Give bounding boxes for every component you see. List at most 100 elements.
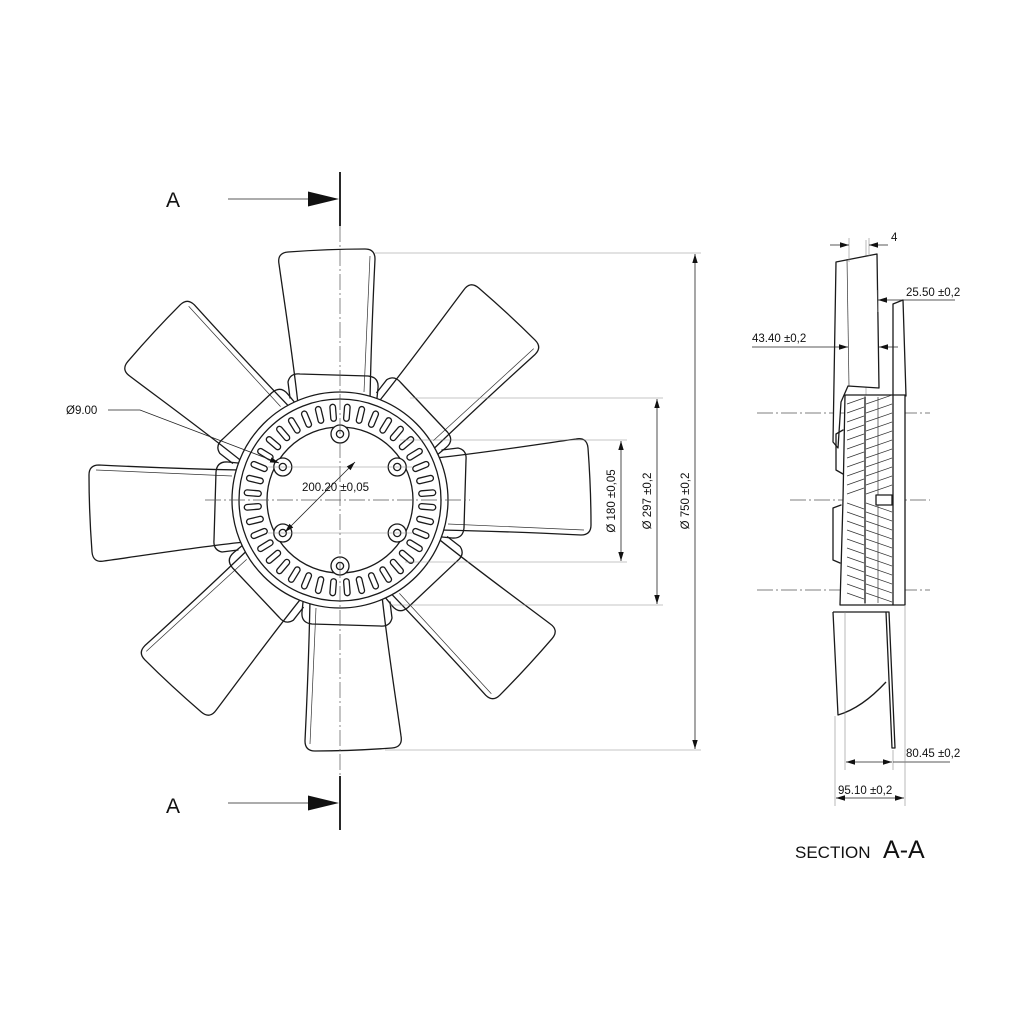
hub-slot <box>287 566 301 583</box>
hub-fin <box>846 520 865 528</box>
hub-fin <box>865 439 893 450</box>
hub-fin <box>865 547 893 558</box>
hub-diameter-label: Ø 297 ±0,2 <box>642 473 654 530</box>
hub-fin <box>865 583 893 594</box>
hub-diameter-dimension: Ø 297 ±0,2 <box>390 397 663 606</box>
hub-fin <box>846 451 865 459</box>
hub-fin <box>846 565 865 573</box>
hole-diameter-label: Ø9.00 <box>66 405 97 417</box>
hub-fin <box>846 424 865 432</box>
hub-fin <box>865 457 893 468</box>
section-title-prefix: SECTION <box>795 843 871 862</box>
hub-fin <box>865 412 893 423</box>
bolt-circle-label: 200.20 ±0,05 <box>302 482 369 494</box>
hub-fin <box>865 565 893 576</box>
hub-fin <box>846 583 865 591</box>
hub-fin <box>846 397 865 405</box>
hub-fin <box>846 574 865 582</box>
hub-fin <box>846 538 865 546</box>
fan-blade <box>278 248 379 405</box>
fan-diameter-label: Ø 750 ±0,2 <box>680 473 692 530</box>
dimension-80: 80.45 ±0,2 <box>844 612 960 770</box>
hub-fin <box>865 529 893 540</box>
hub-fin <box>846 442 865 450</box>
hub-slot <box>245 515 264 526</box>
hub-fin <box>865 466 893 477</box>
hub-fin <box>846 487 865 495</box>
dimension-95: 95.10 ±0,2 <box>834 605 906 806</box>
hub-slot <box>398 549 415 564</box>
hub-fin <box>865 394 893 405</box>
dimension-80-label: 80.45 ±0,2 <box>906 748 960 760</box>
hub-fin <box>846 556 865 564</box>
bolt-circle-dimension: 200.20 ±0,05 <box>284 461 369 533</box>
hub-fin <box>865 403 893 414</box>
thickness-dimension: 4 <box>830 232 898 262</box>
hub-slot <box>406 539 423 553</box>
hub-slot <box>329 403 338 422</box>
dimension-43: 43.40 ±0,2 <box>752 333 898 350</box>
hub-slot <box>276 425 291 442</box>
hub-slot <box>257 539 274 553</box>
hub-fin <box>865 502 893 513</box>
hub-fin <box>865 592 893 603</box>
section-hub-fins <box>846 394 893 603</box>
bore-diameter-label: Ø 180 ±0,05 <box>606 469 618 532</box>
hub-slot <box>416 474 435 485</box>
hub-fin <box>846 433 865 441</box>
hub-fin <box>865 520 893 531</box>
hub-slot <box>389 558 404 575</box>
hub-fin <box>846 460 865 468</box>
hole-diameter-callout: Ø9.00 <box>66 405 280 464</box>
hub-slot <box>314 405 325 424</box>
fan-diameter-dimension: Ø 750 ±0,2 <box>375 252 701 751</box>
section-upper-blade <box>832 253 880 449</box>
hub-fin <box>846 478 865 486</box>
hub-slot <box>379 417 393 434</box>
dimension-25-label: 25.50 ±0,2 <box>906 287 960 299</box>
section-upper-blade-edge <box>846 258 850 387</box>
hub-fin <box>865 538 893 549</box>
section-hub-clip <box>835 429 844 475</box>
section-cut-bottom: A <box>166 776 341 830</box>
section-lower-blade <box>832 611 896 749</box>
hub-slot <box>300 410 313 428</box>
hub-fin <box>846 547 865 555</box>
section-shaft <box>875 494 893 506</box>
hub-slot <box>287 417 301 434</box>
hub-fin <box>846 469 865 477</box>
hub-fin <box>865 511 893 522</box>
section-arrow-head <box>308 795 339 811</box>
section-marker-label: A <box>166 795 180 818</box>
hub-slot <box>418 489 437 498</box>
hub-slot <box>406 447 423 461</box>
hub-slot <box>367 572 380 590</box>
dimension-43-label: 43.40 ±0,2 <box>752 333 806 345</box>
hub-slot-ring <box>243 403 437 597</box>
dimension-95-label: 95.10 ±0,2 <box>838 785 892 797</box>
hub-slot <box>412 527 430 540</box>
front-view: A A Ø9.00 200.20 ±0,05 Ø 180 ±0,05 <box>66 172 701 830</box>
hub-slot <box>245 474 264 485</box>
hub-slot <box>243 502 262 511</box>
section-view: 4 25.50 ±0,2 43.40 ±0,2 80.45 ±0,2 95.10… <box>752 232 960 864</box>
dimension-line <box>284 461 356 533</box>
section-title: SECTION A-A <box>795 836 925 864</box>
hub-slot <box>355 405 366 424</box>
hub-slot <box>416 515 435 526</box>
hub-fin <box>865 484 893 495</box>
hub-slot <box>398 436 415 451</box>
section-marker-label: A <box>166 189 180 212</box>
fan-blade <box>88 461 245 562</box>
hub-fin <box>865 556 893 567</box>
thickness-label: 4 <box>891 232 898 244</box>
hub-slot <box>243 489 262 498</box>
hub-slot <box>300 572 313 590</box>
leader-line <box>108 409 280 464</box>
hub-slot <box>418 502 437 511</box>
hub-fin <box>846 511 865 519</box>
hub-slot <box>250 527 268 540</box>
hub-fin <box>865 475 893 486</box>
section-hub-clip <box>832 504 842 564</box>
